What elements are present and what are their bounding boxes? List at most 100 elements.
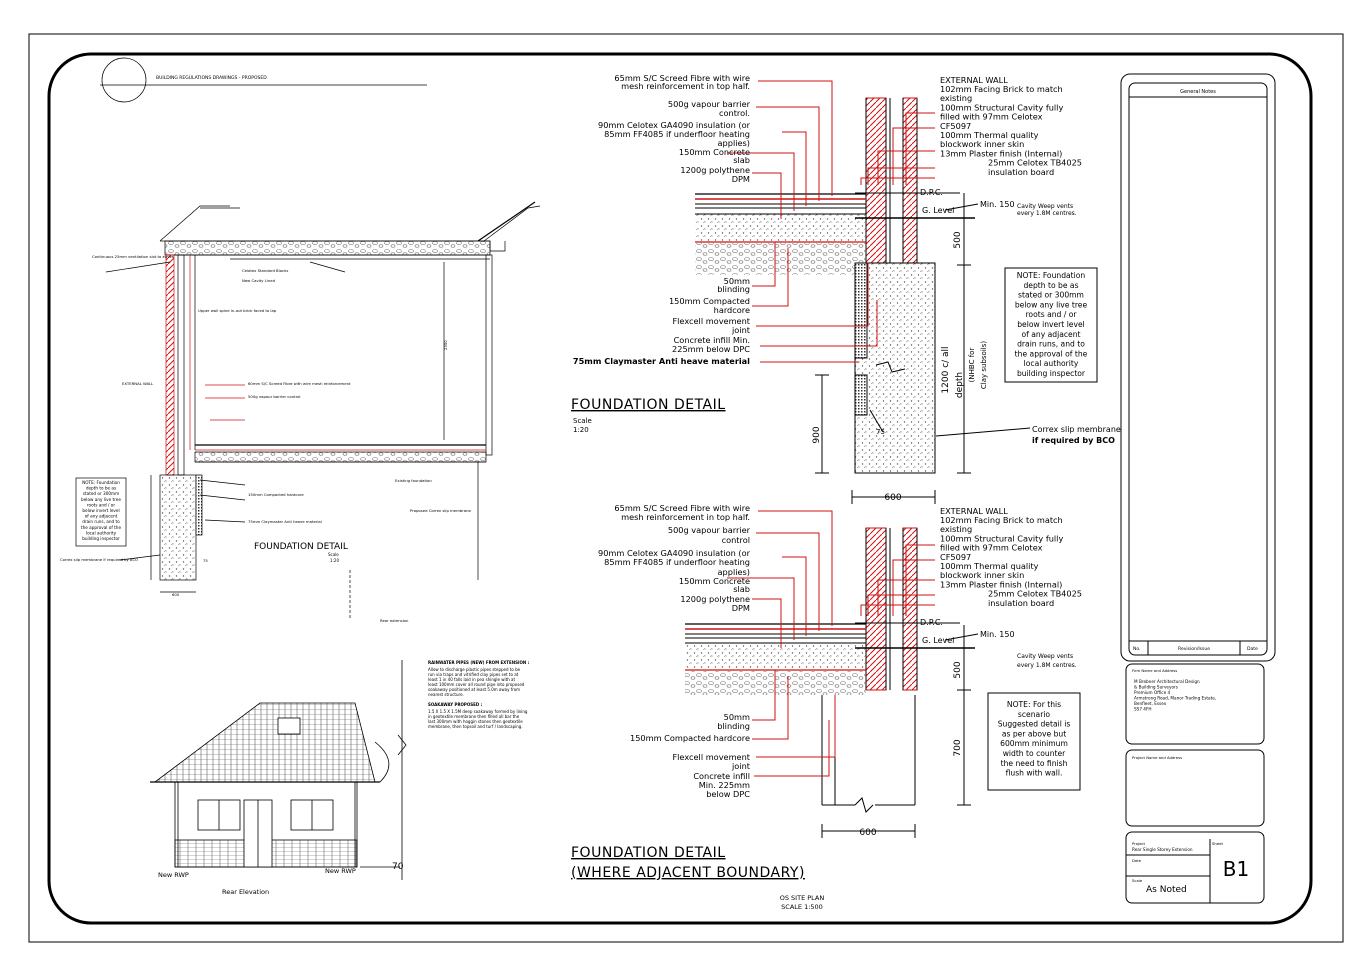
- d1-correx-2: if required by BCO: [1032, 436, 1115, 445]
- d2-min150: Min. 150: [980, 630, 1015, 639]
- detail1-leaders: [727, 80, 935, 363]
- d1-note-line-4: roots and / or: [1025, 310, 1077, 319]
- existing-foundation-label: Existing foundation: [395, 478, 432, 483]
- d1-dim-1200: 1200 c/ all: [941, 346, 951, 393]
- d1-label-9: 1200g polythene: [680, 165, 750, 175]
- celotex-blocks-label: Celotex Standard Blocks: [242, 268, 288, 273]
- small-note-line-10: building inspector: [82, 536, 120, 541]
- d2-label-18: below DPC: [706, 789, 750, 799]
- small-section-scale-value: 1:20: [330, 558, 339, 563]
- d1-label-13: 150mm Compacted: [669, 296, 750, 306]
- project-label: Project Name and Address: [1132, 755, 1182, 760]
- d1-title: FOUNDATION DETAIL: [571, 397, 726, 413]
- d2-label-11: 50mm: [724, 712, 750, 722]
- small-note-line-3: below any live tree: [81, 497, 121, 502]
- firm-line-4: Benfleet, Essex: [1134, 701, 1167, 706]
- firm-line-5: SS7 4FH: [1134, 707, 1152, 712]
- ext-wall-small-label: EXTERNAL WALL: [122, 381, 154, 386]
- project-value: Rear Single Storey Extension: [1132, 847, 1193, 852]
- d1-wall-line-5: 100mm Thermal quality: [940, 130, 1039, 140]
- revision-date-label: Date: [1247, 646, 1258, 652]
- d1-weep-2: every 1.8M centres.: [1017, 210, 1077, 217]
- d2-label-1: mesh reinforcement in top half.: [621, 512, 750, 522]
- d1-dim-600: 600: [884, 493, 901, 503]
- revision-no-label: No.: [1133, 646, 1140, 652]
- d2-label-5: 85mm FF4085 if underfloor heating: [604, 557, 750, 567]
- d1-note-line-5: below invert level: [1017, 320, 1085, 329]
- d1-note-line-9: local authority: [1024, 359, 1079, 368]
- d2-note-line-2: Suggested detail is: [998, 720, 1071, 729]
- d2-wall-line-6: blockwork inner skin: [940, 570, 1024, 580]
- upper-wall-label: Upper wall spine in-out brick faced to l…: [198, 308, 277, 313]
- d2-wall-line-3: filled with 97mm Celotex: [940, 543, 1043, 553]
- d1-scale-label: Scale: [573, 417, 592, 425]
- small-section-scale: Scale: [328, 552, 339, 557]
- d2-wall-line-1: existing: [940, 524, 972, 534]
- small-note-line-1: depth to be as: [86, 486, 116, 491]
- vapour-small-label: 500g vapour barrier control: [248, 394, 300, 399]
- d1-min150: Min. 150: [980, 200, 1015, 209]
- d2-dim-700: 700: [953, 739, 963, 756]
- d2-title-1: FOUNDATION DETAIL: [571, 845, 726, 861]
- d2-label-2: 500g vapour barrier: [668, 525, 751, 535]
- d1-note-line-0: NOTE: Foundation: [1017, 271, 1086, 280]
- d2-weep-1: Cavity Weep vents: [1017, 653, 1073, 660]
- d1-dim-500: 500: [953, 231, 963, 248]
- small-note-line-5: below invert level: [82, 508, 119, 513]
- d1-dpc: D.P.C.: [920, 188, 943, 197]
- d2-label-16: Concrete infill: [693, 771, 750, 781]
- d2-note-line-7: flush with wall.: [1006, 769, 1063, 778]
- d1-note-line-1: depth to be as: [1023, 281, 1078, 290]
- firm-line-0: M Brebner Architectural Design: [1134, 679, 1200, 684]
- small-note-line-7: drain runs, and to: [82, 519, 120, 524]
- overall-section-text: Continuous 25mm ventilation slot to eave…: [60, 254, 471, 623]
- d2-label-10: DPM: [732, 603, 750, 613]
- d2-label-8: slab: [733, 584, 750, 594]
- d1-dim-75: 75: [876, 428, 885, 436]
- dim-75-small: 75: [203, 558, 208, 563]
- small-note-line-2: stated or 300mm: [83, 491, 119, 496]
- d2-wall-line-2: 100mm Structural Cavity fully: [940, 533, 1063, 543]
- sheet-header-title: BUILDING REGULATIONS DRAWINGS - PROPOSED: [156, 75, 267, 81]
- d1-note-line-3: below any live tree: [1015, 300, 1088, 309]
- d1-label-3: control.: [719, 108, 750, 118]
- d2-wall-line-0: 102mm Facing Brick to match: [940, 515, 1063, 525]
- vent-slot-label: Continuous 25mm ventilation slot to eave…: [92, 254, 174, 259]
- d2-note-line-0: NOTE: For this: [1007, 700, 1061, 709]
- firm-line-1: & Building Surveyors: [1134, 685, 1178, 690]
- rear-elevation: [150, 660, 407, 880]
- d1-note-line-10: building inspector: [1017, 369, 1086, 378]
- d1-wall-title: EXTERNAL WALL: [940, 75, 1008, 85]
- d2-label-15: joint: [731, 761, 751, 771]
- d1-label-18: 225mm below DPC: [672, 344, 750, 354]
- d1-note-line-6: of any adjacent: [1022, 330, 1081, 339]
- soakaway-text: 1.5 X 1.5 X 1.5M deep soakaway formed by…: [428, 709, 528, 729]
- d2-label-3: control: [722, 535, 750, 545]
- d2-note-line-4: 600mm minimum: [1000, 739, 1068, 748]
- firm-line-3: Armstrong Road, Manor Trading Estate,: [1134, 696, 1216, 701]
- d1-label-8: slab: [733, 155, 750, 165]
- site-plan-scale: SCALE 1:500: [781, 903, 823, 911]
- d1-correx-1: Correx slip membrane: [1032, 425, 1121, 434]
- d2-label-7: 150mm Concrete: [679, 576, 750, 586]
- hardcore-small-label: 150mm Compacted hardcore: [248, 492, 304, 497]
- d1-label-10: DPM: [732, 174, 750, 184]
- d2-wall-line-8: 25mm Celotex TB4025: [988, 589, 1082, 599]
- cavity-lined-label: New Cavity Lined: [242, 278, 276, 283]
- d1-label-17: Concrete infill Min.: [674, 335, 750, 345]
- d2-label-17: Min. 225mm: [699, 780, 750, 790]
- d2-label-13: 150mm Compacted hardcore: [630, 733, 750, 743]
- d2-label-14: Flexcell movement: [672, 752, 750, 762]
- d2-dpc: D.P.C.: [920, 618, 943, 627]
- d2-wall-line-9: insulation board: [988, 598, 1054, 608]
- detail2-leaders: [727, 510, 935, 777]
- rear-extension-label: Rear extension: [380, 618, 409, 623]
- d1-dim-nhbc: (NHBC for: [968, 348, 976, 383]
- d2-dim-500: 500: [953, 661, 963, 678]
- dim-2350: 2350: [443, 340, 448, 350]
- d1-label-4: 90mm Celotex GA4090 insulation (or: [598, 120, 751, 130]
- d2-wall-line-4: CF5097: [940, 552, 971, 562]
